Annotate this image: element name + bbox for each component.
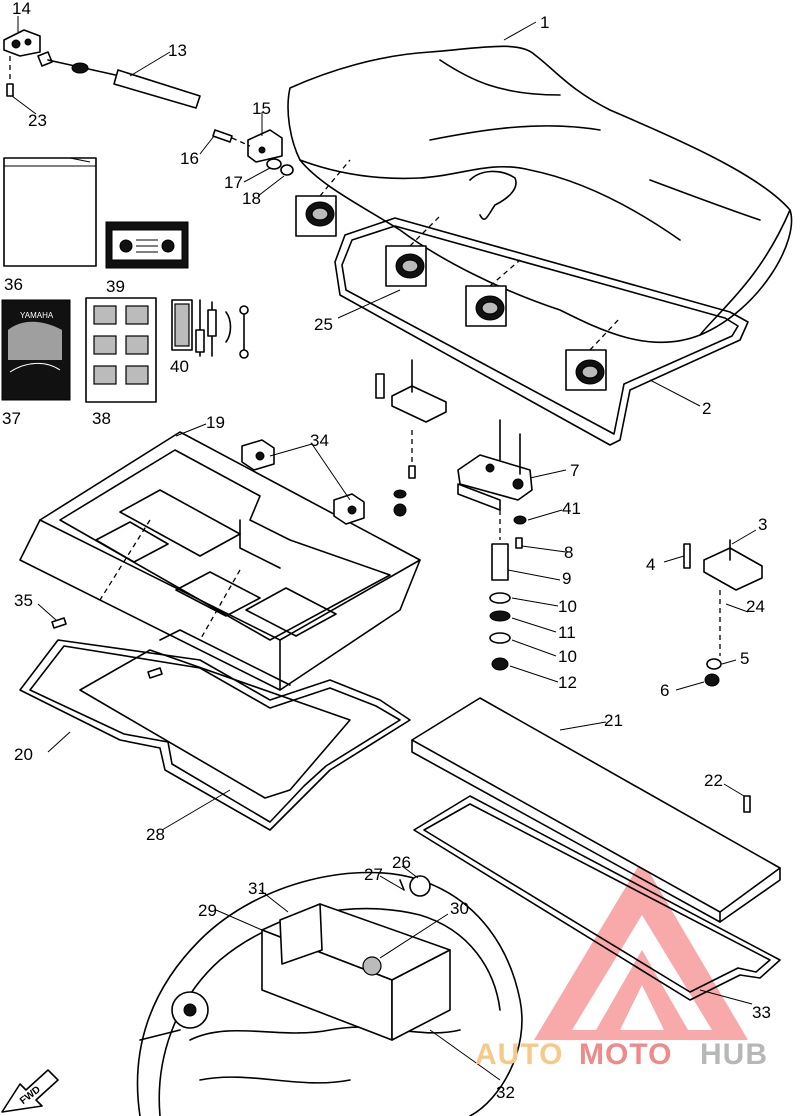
callout-9: 9 (562, 569, 571, 588)
manual-bag-part (3, 157, 97, 267)
callout-41: 41 (562, 499, 581, 518)
callout-29: 29 (198, 901, 217, 920)
callout-38: 38 (92, 409, 111, 428)
callout-35: 35 (14, 591, 33, 610)
tray-screw (51, 617, 67, 629)
seat-seal-part (334, 217, 749, 446)
watermark-auto: AUTO (475, 1038, 563, 1071)
fwd-arrow-icon: FWD (1, 1069, 59, 1113)
watermark-logo (534, 860, 748, 1040)
callout-37: 37 (2, 409, 21, 428)
callout-31: 31 (248, 879, 267, 898)
callout-25: 25 (314, 315, 333, 334)
hull-part (136, 871, 523, 1116)
callout-3: 3 (758, 515, 767, 534)
tray-screw (147, 667, 163, 679)
owners-manual-part: YAMAHA (1, 299, 71, 401)
callout-10b: 10 (558, 647, 577, 666)
callout-19: 19 (206, 413, 225, 432)
callout-34: 34 (310, 431, 329, 450)
panel-seal-part (413, 795, 781, 1001)
bottom-panel-part (411, 697, 781, 923)
callout-28: 28 (146, 825, 165, 844)
callout-14: 14 (12, 0, 31, 18)
callout-26: 26 (392, 853, 411, 872)
callout-17: 17 (224, 173, 243, 192)
storage-tray-part (19, 431, 421, 691)
callout-13: 13 (168, 41, 187, 60)
callout-2: 2 (702, 399, 711, 418)
callout-23: 23 (28, 111, 47, 130)
manual-cover-text: YAMAHA (20, 311, 54, 320)
screw-22-part (743, 795, 751, 813)
watermark-text: AUTO MOTO HUB (475, 1038, 768, 1071)
callout-33: 33 (752, 1003, 771, 1022)
callout-27: 27 (364, 865, 383, 884)
callout-7: 7 (570, 461, 579, 480)
callout-5: 5 (740, 649, 749, 668)
callout-22: 22 (704, 771, 723, 790)
vent-grommets (295, 159, 621, 391)
fastener-stack-part (393, 430, 527, 671)
tray-sheet-part (79, 649, 351, 799)
tray-seal-part (19, 639, 411, 831)
hinge-7-part (457, 419, 533, 511)
callout-8: 8 (564, 543, 573, 562)
callout-12: 12 (558, 673, 577, 692)
callout-4: 4 (646, 555, 655, 574)
hinge-upper-part (375, 359, 447, 423)
video-cassette-part (105, 221, 189, 269)
callout-1: 1 (540, 13, 549, 32)
cap-part (399, 875, 431, 897)
watermark-moto: MOTO (579, 1038, 672, 1071)
seat-cover-part (287, 45, 793, 344)
bracket-14-part (3, 29, 41, 97)
bracket-15-part (212, 129, 294, 176)
callout-36: 36 (4, 275, 23, 294)
storage-box-part (261, 903, 451, 1041)
callout-21: 21 (604, 711, 623, 730)
hinge-3-part (683, 539, 763, 687)
callout-20: 20 (14, 745, 33, 764)
callout-15: 15 (252, 99, 271, 118)
callout-18: 18 (242, 189, 261, 208)
callout-39: 39 (106, 277, 125, 296)
callout-16: 16 (180, 149, 199, 168)
callout-10a: 10 (558, 597, 577, 616)
gas-strut-part (37, 51, 201, 109)
callout-6: 6 (660, 681, 669, 700)
watermark-hub: HUB (700, 1038, 768, 1071)
callout-30: 30 (450, 899, 469, 918)
leader-lines (11, 16, 757, 1081)
callout-40: 40 (170, 357, 189, 376)
tray-blocks-part (241, 439, 365, 525)
callout-labels: 1234567891011101213141516171819202122232… (2, 0, 771, 1102)
callout-11: 11 (558, 623, 576, 642)
instruction-sheet-part (85, 297, 157, 403)
tool-kit-part (171, 299, 249, 359)
callout-24: 24 (746, 597, 765, 616)
callout-32: 32 (496, 1083, 515, 1102)
